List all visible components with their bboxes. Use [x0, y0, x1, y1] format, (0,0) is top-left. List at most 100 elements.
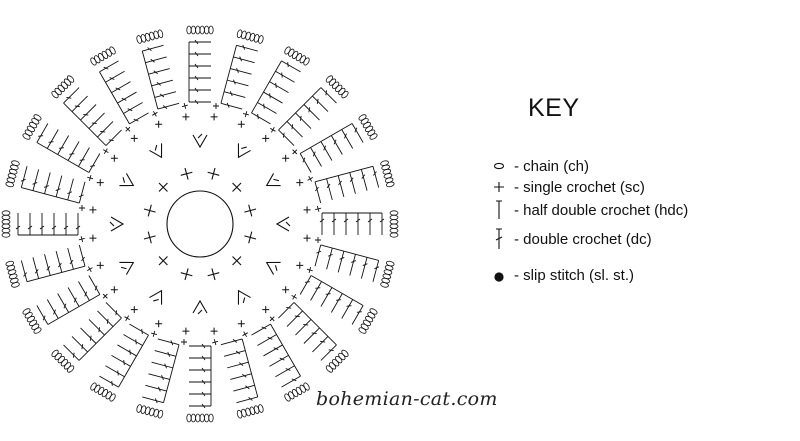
stitch-post: [129, 112, 149, 125]
stitch-post: [20, 260, 28, 282]
stitch-post: [105, 365, 125, 378]
stitch-bar: [99, 71, 130, 125]
stitch-post: [67, 287, 80, 307]
stitch-post: [275, 70, 295, 83]
petal: [269, 302, 349, 373]
stitch-post: [154, 350, 177, 357]
stitch-post: [78, 147, 90, 167]
chain-loop: [380, 282, 389, 288]
stitch-post: [189, 51, 211, 57]
petal: [315, 210, 399, 243]
chain-loop: [284, 393, 291, 402]
stitch-post: [20, 166, 28, 188]
double-crochet-icon: [495, 228, 503, 249]
single-crochet-mark: [210, 113, 218, 121]
stitch-post: [263, 344, 283, 357]
stitch-post: [314, 244, 322, 267]
stitch-post: [220, 338, 243, 346]
chain-loop: [341, 90, 349, 99]
round-1: [143, 167, 257, 281]
single-crochet-mark: [181, 102, 188, 109]
petals: [1, 25, 399, 423]
petal: [242, 323, 310, 402]
stitch-bar: [26, 265, 86, 283]
stitch-post: [320, 344, 337, 361]
chain-loop: [186, 413, 192, 423]
key-row-double-crochet: - double crochet (dc): [488, 228, 652, 250]
single-crochet-mark: [282, 286, 290, 294]
stitch-pair-mark: [237, 289, 251, 305]
single-crochet-mark: [181, 339, 187, 345]
stitch-post: [78, 181, 86, 204]
stitch-post: [227, 361, 249, 369]
stitch-post: [105, 129, 122, 146]
chain-loop: [190, 25, 196, 35]
chain-loop: [66, 75, 75, 83]
single-crochet-mark: [315, 237, 321, 243]
key-label-double-crochet: - double crochet (dc): [514, 230, 652, 248]
stitch-post: [360, 257, 368, 279]
stitch-bar: [21, 187, 80, 204]
stitch-post: [330, 135, 343, 155]
stitch-post: [142, 396, 164, 404]
single-crochet-mark: [291, 294, 298, 300]
stitch-post: [129, 323, 149, 336]
stitch-post: [71, 95, 88, 112]
stitch-post: [303, 327, 320, 344]
chain-loop: [325, 365, 334, 373]
stitch-post: [80, 327, 97, 344]
stitch-post: [63, 87, 80, 104]
stitch-post: [189, 87, 211, 93]
half-double-crochet-icon: [496, 200, 502, 219]
stitch-post: [39, 213, 45, 235]
round-3: [89, 113, 311, 335]
single-crochet-mark: [244, 204, 257, 217]
chain-loop: [208, 413, 214, 423]
stitch-post: [75, 213, 81, 235]
single-crochet-mark: [242, 111, 250, 118]
stitch-post: [123, 102, 143, 114]
chain-loop: [195, 25, 201, 35]
petal: [278, 75, 349, 155]
petal: [251, 46, 310, 133]
single-crochet-mark: [303, 206, 311, 214]
stitch-post: [80, 104, 97, 121]
stitch-post: [117, 344, 137, 357]
single-crochet-mark: [125, 126, 131, 132]
petal: [5, 160, 94, 204]
stitch-post: [57, 293, 70, 313]
stitch-pair-mark: [119, 261, 135, 275]
stitch-post: [148, 373, 170, 381]
stitch-post: [263, 91, 283, 104]
stitch-post: [148, 68, 170, 75]
single-crochet-mark: [262, 306, 270, 314]
stitch-post: [189, 39, 211, 45]
stitch-post: [55, 175, 63, 197]
single-crochet-mark: [89, 234, 97, 242]
stitch-post: [67, 247, 74, 270]
stitch-post: [299, 153, 312, 173]
key-label-half-double-crochet: - half double crochet (hdc): [514, 201, 689, 219]
stitch-post: [351, 123, 364, 143]
stitch-post: [189, 367, 211, 373]
stitch-post: [15, 213, 21, 235]
stitch-post: [303, 104, 320, 121]
single-crochet-mark: [79, 205, 85, 211]
stitch-post: [189, 391, 211, 397]
stitch-post: [295, 319, 312, 336]
stitch-post: [337, 175, 345, 197]
stitch-post: [251, 112, 271, 125]
stitch-post: [341, 299, 354, 319]
chain-loop: [385, 181, 395, 188]
stitch-post: [337, 251, 345, 273]
single-crochet-mark: [182, 113, 190, 121]
single-crochet-mark: [207, 167, 220, 180]
stitch-post: [230, 67, 252, 75]
stitch-post: [67, 141, 80, 161]
stitch-bar: [141, 50, 159, 110]
chain-loop: [11, 160, 20, 166]
stitch-post: [251, 323, 271, 336]
stitch-post: [189, 75, 211, 81]
stitch-post: [154, 91, 177, 98]
stitch-post: [326, 178, 333, 201]
